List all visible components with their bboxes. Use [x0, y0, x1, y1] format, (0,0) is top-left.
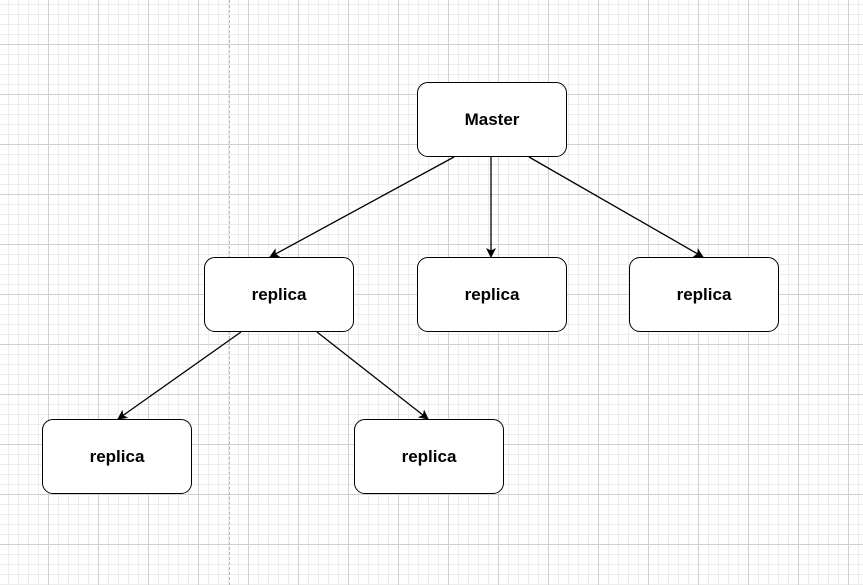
node-replica-4[interactable]: replica — [42, 419, 192, 494]
node-replica-1-label: replica — [251, 284, 307, 304]
node-replica-2[interactable]: replica — [417, 257, 567, 332]
node-replica-1[interactable]: replica — [204, 257, 354, 332]
node-replica-5[interactable]: replica — [354, 419, 504, 494]
node-replica-4-label: replica — [89, 446, 145, 466]
edge-master-to-replica-3[interactable] — [528, 156, 704, 258]
node-replica-3-label: replica — [676, 284, 732, 304]
edge-replica-1-to-replica-4[interactable] — [117, 331, 242, 420]
node-replica-3[interactable]: replica — [629, 257, 779, 332]
node-replica-2-label: replica — [464, 284, 520, 304]
edge-master-to-replica-1[interactable] — [269, 156, 455, 258]
node-master[interactable]: Master — [417, 82, 567, 157]
node-master-label: Master — [464, 109, 520, 129]
node-replica-5-label: replica — [401, 446, 457, 466]
edge-replica-1-to-replica-5[interactable] — [316, 331, 429, 420]
